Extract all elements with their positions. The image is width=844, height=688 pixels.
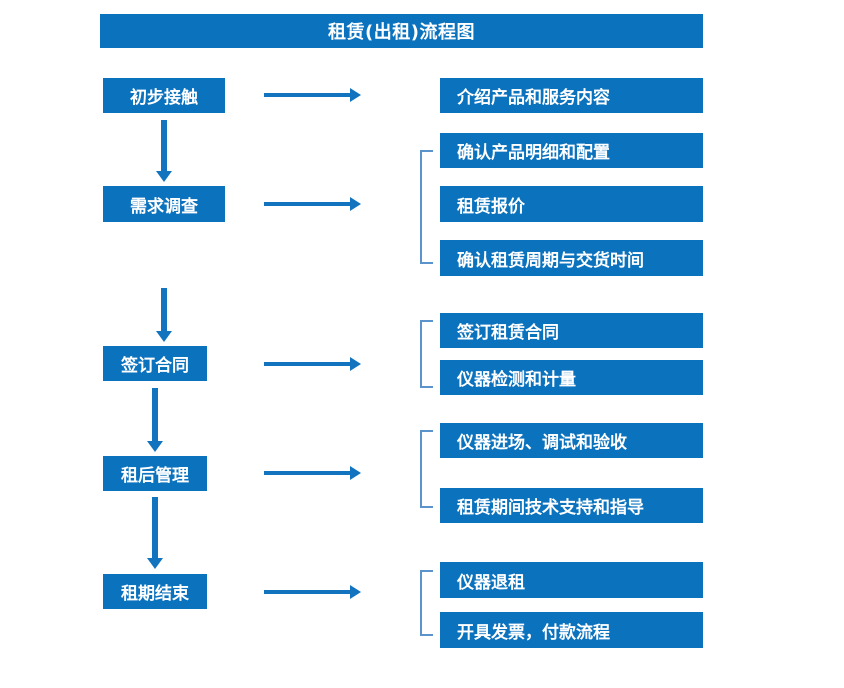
arrow-head bbox=[147, 558, 163, 569]
arrow-shaft bbox=[264, 202, 350, 206]
arrow-down-post-lease-to-lease-end bbox=[147, 497, 163, 569]
arrow-right-sign-contract bbox=[264, 357, 361, 371]
arrow-right-lease-end bbox=[264, 585, 361, 599]
brace-lease-end-group bbox=[420, 570, 433, 636]
arrow-head bbox=[350, 197, 361, 211]
arrow-head bbox=[350, 357, 361, 371]
arrow-shaft bbox=[152, 497, 158, 558]
task-box-rental-quotation[interactable]: 租赁报价 bbox=[440, 186, 703, 222]
stage-box-lease-end[interactable]: 租期结束 bbox=[103, 574, 207, 609]
arrow-right-needs-survey bbox=[264, 197, 361, 211]
arrow-shaft bbox=[264, 93, 350, 97]
arrow-head bbox=[350, 585, 361, 599]
brace-sign-contract-group bbox=[420, 320, 433, 388]
brace-post-lease-group bbox=[420, 430, 433, 508]
arrow-head bbox=[147, 441, 163, 452]
arrow-right-post-lease-management bbox=[264, 466, 361, 480]
stage-box-sign-contract[interactable]: 签订合同 bbox=[103, 346, 207, 381]
task-box-introduce-products[interactable]: 介绍产品和服务内容 bbox=[440, 78, 703, 113]
task-box-instrument-return[interactable]: 仪器退租 bbox=[440, 562, 703, 598]
arrow-shaft bbox=[264, 590, 350, 594]
task-box-instrument-delivery-commissioning[interactable]: 仪器进场、调试和验收 bbox=[440, 423, 703, 458]
arrow-down-contact-to-survey bbox=[156, 120, 172, 182]
arrow-shaft bbox=[161, 288, 167, 331]
arrow-head bbox=[350, 466, 361, 480]
task-box-instrument-inspection-metering[interactable]: 仪器检测和计量 bbox=[440, 360, 703, 395]
task-box-confirm-product-details[interactable]: 确认产品明细和配置 bbox=[440, 133, 703, 168]
arrow-down-contract-to-post-lease bbox=[147, 388, 163, 452]
stage-box-post-lease-management[interactable]: 租后管理 bbox=[103, 456, 207, 491]
task-box-invoice-payment-process[interactable]: 开具发票，付款流程 bbox=[440, 612, 703, 648]
stage-box-needs-survey[interactable]: 需求调查 bbox=[103, 186, 225, 222]
stage-box-initial-contact[interactable]: 初步接触 bbox=[103, 78, 225, 113]
arrow-shaft bbox=[152, 388, 158, 441]
brace-needs-survey-group bbox=[420, 150, 433, 264]
arrow-head bbox=[350, 88, 361, 102]
task-box-sign-lease-agreement[interactable]: 签订租赁合同 bbox=[440, 313, 703, 348]
arrow-down-survey-to-contract bbox=[156, 288, 172, 342]
arrow-shaft bbox=[264, 362, 350, 366]
arrow-right-initial-contact bbox=[264, 88, 361, 102]
diagram-title: 租赁(出租)流程图 bbox=[100, 14, 703, 48]
arrow-shaft bbox=[264, 471, 350, 475]
arrow-head bbox=[156, 331, 172, 342]
task-box-technical-support-during-lease[interactable]: 租赁期间技术支持和指导 bbox=[440, 488, 703, 523]
arrow-head bbox=[156, 171, 172, 182]
task-box-confirm-lease-period-delivery[interactable]: 确认租赁周期与交货时间 bbox=[440, 240, 703, 276]
arrow-shaft bbox=[161, 120, 167, 171]
